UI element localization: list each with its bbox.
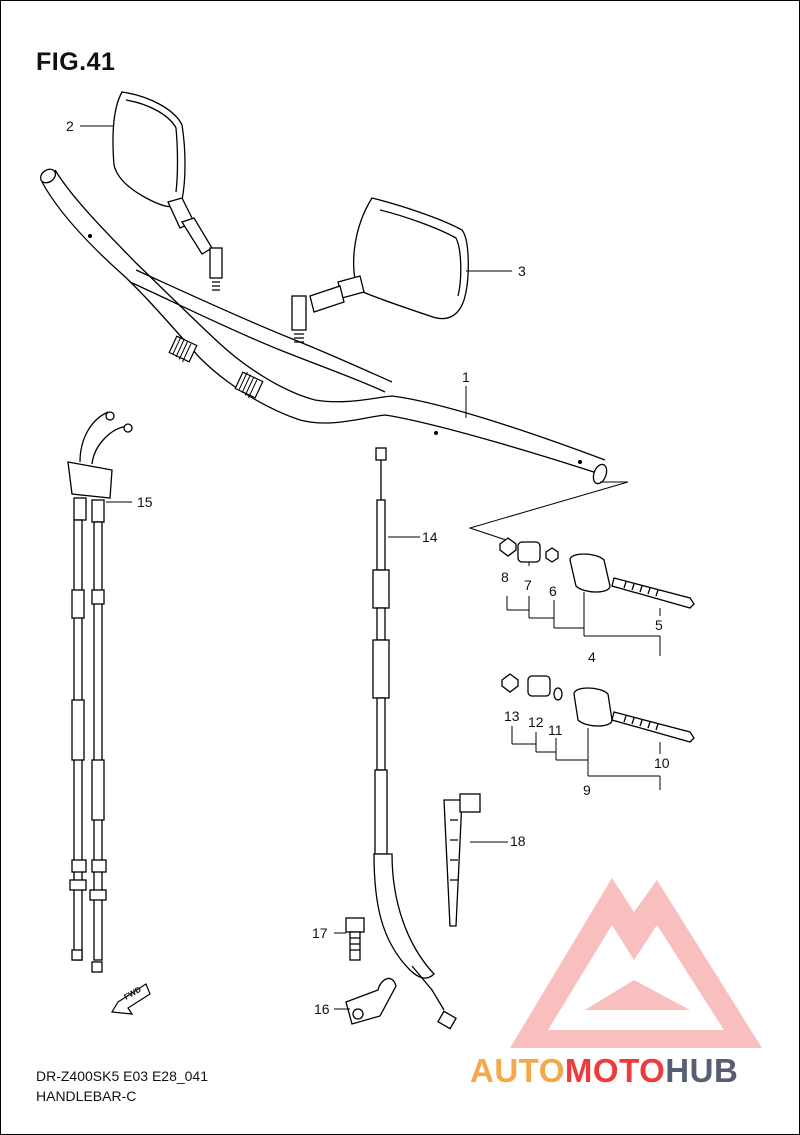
watermark-part-hub: HUB <box>665 1052 739 1089</box>
callout-15: 15 <box>137 494 153 510</box>
callout-6: 6 <box>549 583 557 599</box>
callout-10: 10 <box>654 755 670 771</box>
callout-9: 9 <box>583 782 591 798</box>
watermark-text: AUTOMOTOHUB <box>470 1052 738 1090</box>
knurled-grip-left <box>168 335 198 363</box>
throttle-cables <box>67 411 133 973</box>
figure-name: HANDLEBAR-C <box>36 1088 137 1104</box>
bar-end-set-upper <box>499 537 695 609</box>
callout-1: 1 <box>462 369 470 385</box>
callout-12: 12 <box>528 714 544 730</box>
callout-7: 7 <box>524 577 532 593</box>
fwd-arrow-icon: FWD <box>110 983 151 1015</box>
callout-3: 3 <box>518 263 526 279</box>
clamp <box>345 977 397 1025</box>
callout-18: 18 <box>510 833 526 849</box>
watermark-part-auto: AUTO <box>470 1052 565 1089</box>
callout-4: 4 <box>588 649 596 665</box>
handlebar <box>39 168 629 541</box>
callout-11: 11 <box>548 722 563 738</box>
callout-17: 17 <box>312 925 328 941</box>
callout-numbers: 1 2 3 4 5 6 7 8 9 10 11 12 13 14 15 16 1… <box>66 118 670 1017</box>
cable-tie <box>443 793 481 927</box>
bolt <box>345 917 365 961</box>
clutch-cable <box>372 447 457 1030</box>
callout-13: 13 <box>504 708 520 724</box>
knurled-grip-right <box>234 371 264 399</box>
watermark-part-moto: MOTO <box>564 1052 666 1089</box>
callout-5: 5 <box>655 617 663 633</box>
bar-end-set-lower <box>501 673 695 743</box>
callout-2: 2 <box>66 118 74 134</box>
mirror-right <box>291 197 469 343</box>
bar-end-reference-line <box>468 481 629 541</box>
watermark-logo <box>510 878 762 1048</box>
model-code: DR-Z400SK5 E03 E28_041 <box>36 1068 208 1084</box>
callout-16: 16 <box>314 1001 330 1017</box>
leader-lines <box>80 125 661 1010</box>
figure-title: FIG.41 <box>36 48 116 76</box>
mirror-left <box>112 91 223 291</box>
callout-8: 8 <box>501 569 509 585</box>
callout-14: 14 <box>422 529 438 545</box>
